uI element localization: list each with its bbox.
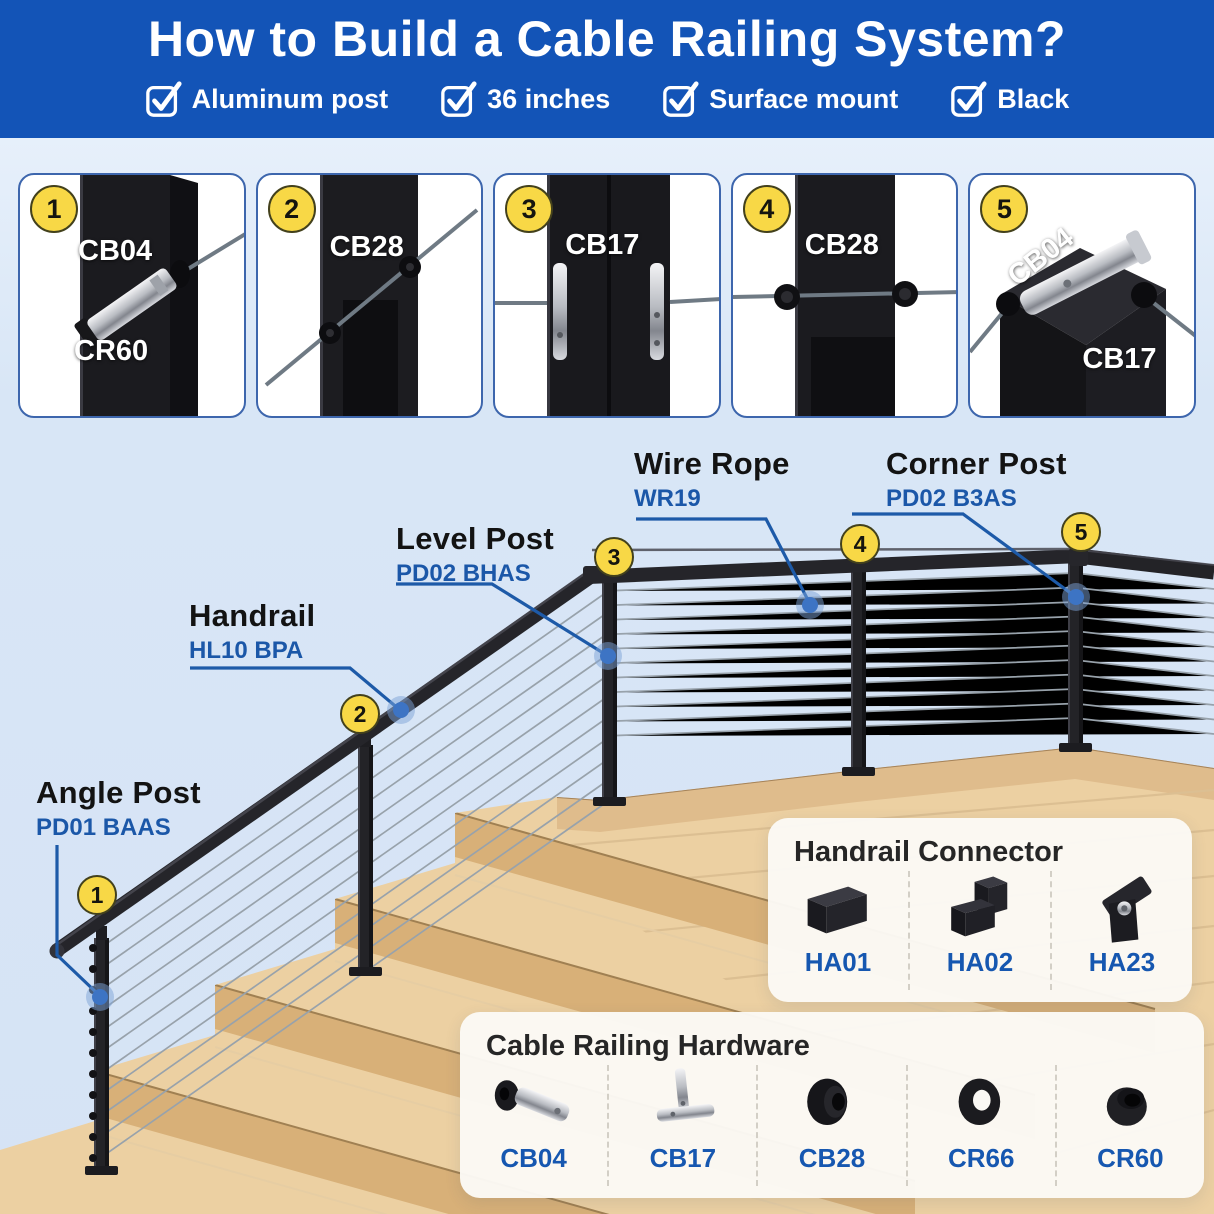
corner-post-dot xyxy=(1062,583,1090,611)
step-card-5: 5 CB04 CB17 xyxy=(968,173,1196,418)
deck-cables xyxy=(603,572,1214,737)
hardware-item-cb04: CB04 xyxy=(460,1065,607,1186)
corner-connector-icon xyxy=(951,876,1008,937)
step-card-4: 4 CB28 xyxy=(730,173,959,418)
post-cable-photo xyxy=(970,230,1194,416)
connector-code: HA01 xyxy=(804,947,872,977)
post-cable-photo xyxy=(264,175,478,416)
feature-label: 36 inches xyxy=(487,83,611,114)
callout-leader-lines xyxy=(55,512,1077,998)
cable-hardware-panel: Cable Railing Hardware CB04 xyxy=(460,1012,1204,1198)
step-number-badge: 4 xyxy=(742,185,791,233)
post-cable-photo xyxy=(495,175,719,416)
railing-posts xyxy=(85,556,1092,1175)
hardware-code: CB28 xyxy=(798,1143,866,1173)
panel-title: Handrail Connector xyxy=(794,836,1064,868)
scene-number-badge-1: 1 xyxy=(77,875,117,915)
callout-dots xyxy=(86,583,1090,1011)
step-card-2: 2 CB28 xyxy=(255,173,484,418)
post-cable-photo xyxy=(732,175,957,416)
handrail-dot xyxy=(387,696,415,724)
callout-code: PD02 BHAS xyxy=(396,560,531,587)
washer-icon xyxy=(958,1078,1001,1125)
adjustable-connector-icon xyxy=(1102,876,1152,943)
callout-title: Wire Rope xyxy=(634,446,790,481)
hardware-item-cr60: CR60 xyxy=(1054,1065,1204,1186)
step-number-badge: 5 xyxy=(980,185,1029,233)
tensioner-icon xyxy=(656,1068,715,1122)
level-post-4 xyxy=(842,564,875,776)
wire-rope-dot xyxy=(796,591,824,619)
post-cable-photo xyxy=(74,175,244,416)
checkbox-icon xyxy=(662,80,700,118)
level-post-dot xyxy=(594,642,622,670)
page-title: How to Build a Cable Railing System? xyxy=(147,11,1067,67)
scene-number-badge-3: 3 xyxy=(594,537,634,577)
feature-36-inches: 36 inches xyxy=(440,80,610,118)
callout-code: WR19 xyxy=(634,485,701,512)
straight-connector-icon xyxy=(807,886,867,934)
handrails xyxy=(49,547,1214,959)
callout-handrail: Handrail HL10 BPA xyxy=(189,598,315,665)
feature-black: Black xyxy=(950,80,1069,118)
hardware-item-cr66: CR66 xyxy=(905,1065,1055,1186)
grommet-icon xyxy=(807,1078,848,1125)
part-code-label: CB17 xyxy=(1082,343,1157,375)
angle-post-dot xyxy=(86,983,114,1011)
checkbox-icon xyxy=(145,80,183,118)
callout-wire-rope: Wire Rope WR19 xyxy=(634,446,790,513)
step-number-badge: 2 xyxy=(267,185,316,233)
stair-cables xyxy=(105,593,605,1155)
panel-title: Cable Railing Hardware xyxy=(486,1030,810,1062)
callout-code: HL10 BPA xyxy=(189,637,304,664)
feature-aluminum-post: Aluminum post xyxy=(145,80,389,118)
callout-code: PD01 BAAS xyxy=(36,814,171,841)
scene-number-badge-5: 5 xyxy=(1061,512,1101,552)
hardware-item-cb17: CB17 xyxy=(607,1065,756,1186)
part-code-label: CR60 xyxy=(74,335,149,367)
hardware-code: CR66 xyxy=(947,1143,1015,1173)
part-code-label: CB04 xyxy=(78,235,153,267)
callout-code: PD02 B3AS xyxy=(886,485,1017,512)
scene-number-badge-2: 2 xyxy=(340,694,380,734)
callout-level-post: Level Post PD02 BHAS xyxy=(396,521,554,588)
checkbox-icon xyxy=(950,80,988,118)
callout-title: Corner Post xyxy=(886,446,1067,481)
feature-label: Aluminum post xyxy=(191,83,389,114)
spacer-icon xyxy=(1107,1087,1148,1126)
hardware-code: CB04 xyxy=(500,1143,567,1173)
step-card-3: 3 CB17 xyxy=(493,173,721,418)
installation-step-cards: 1 CB04 CR60 2 CB28 xyxy=(18,173,1196,418)
connector-item-ha23: HA23 xyxy=(1050,871,1192,990)
part-code-label: CB28 xyxy=(804,229,879,261)
step-number-badge: 1 xyxy=(30,185,78,233)
angle-post-2 xyxy=(349,733,382,976)
connector-code: HA02 xyxy=(946,947,1014,977)
feature-surface-mount: Surface mount xyxy=(662,80,898,118)
step-number-badge: 3 xyxy=(505,185,554,233)
step-card-1: 1 CB04 CR60 xyxy=(18,173,246,418)
scene-number-badge-4: 4 xyxy=(840,524,880,564)
level-post-3 xyxy=(593,577,626,806)
handrail-connector-panel: Handrail Connector HA01 xyxy=(768,818,1192,1002)
connector-item-ha01: HA01 xyxy=(768,871,908,990)
callout-angle-post: Angle Post PD01 BAAS xyxy=(36,775,201,842)
part-code-label: CB28 xyxy=(329,231,404,263)
header-banner: How to Build a Cable Railing System? Alu… xyxy=(0,0,1214,138)
connector-code: HA23 xyxy=(1088,947,1156,977)
checkbox-icon xyxy=(440,80,478,118)
hardware-code: CB17 xyxy=(649,1143,717,1173)
callout-corner-post: Corner Post PD02 B3AS xyxy=(886,446,1067,513)
terminal-pin-icon xyxy=(494,1080,569,1122)
feature-label: Black xyxy=(997,83,1070,114)
callout-title: Level Post xyxy=(396,521,555,556)
feature-list: Aluminum post 36 inches Surface mount Bl… xyxy=(0,80,1214,118)
connector-item-ha02: HA02 xyxy=(908,871,1050,990)
callout-title: Angle Post xyxy=(36,775,201,810)
feature-label: Surface mount xyxy=(709,83,899,114)
hardware-code: CR60 xyxy=(1097,1143,1164,1173)
part-code-label: CB17 xyxy=(565,229,640,261)
callout-title: Handrail xyxy=(189,598,316,633)
hardware-item-cb28: CB28 xyxy=(756,1065,905,1186)
